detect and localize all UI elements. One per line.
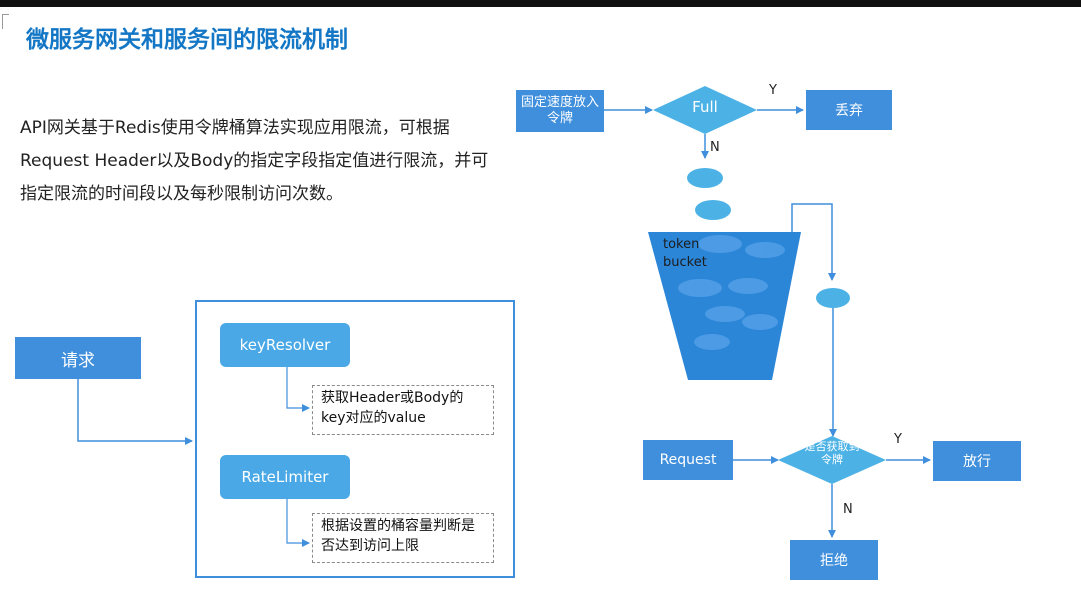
reject-box: 拒绝: [790, 540, 878, 580]
get-token-diamond: [778, 436, 886, 484]
full-label: Full: [692, 98, 718, 116]
key-resolver-note: 获取Header或Body的key对应的value: [312, 385, 494, 435]
rate-limiter-note: 根据设置的桶容量判断是否达到访问上限: [312, 513, 494, 563]
bucket-outflow-arrow: [791, 203, 836, 281]
yes-label: Y: [894, 432, 902, 447]
no-label: N: [710, 140, 720, 155]
discard-box: 丢弃: [806, 90, 892, 130]
no-label: N: [843, 502, 853, 517]
bucket-token-pattern: [678, 235, 785, 350]
rate-to-note-arrow: [286, 499, 310, 547]
token-ellipse: [687, 168, 723, 188]
yes-label: Y: [769, 83, 777, 98]
token-bucket: [648, 232, 801, 380]
token-ellipse: [695, 200, 731, 220]
get-token-label: 是否获取到令牌: [804, 440, 860, 466]
bucket-label: token bucket: [663, 237, 707, 270]
full-diamond: [653, 86, 757, 134]
fixed-rate-box: 固定速度放入令牌: [516, 90, 604, 132]
key-resolver-box: keyResolver: [220, 323, 350, 367]
description-paragraph: API网关基于Redis使用令牌桶算法实现应用限流，可根据Request Hea…: [20, 118, 489, 204]
corner-mark: [2, 14, 9, 29]
request-flow-box: Request: [643, 440, 733, 480]
gateway-panel: [195, 300, 515, 578]
top-bar: [0, 0, 1081, 7]
key-to-note-arrow: [286, 367, 310, 412]
page-title: 微服务网关和服务间的限流机制: [26, 27, 348, 53]
request-box: 请求: [15, 337, 141, 379]
request-to-panel-arrow: [77, 379, 193, 445]
token-ellipse: [816, 288, 850, 308]
rate-limiter-box: RateLimiter: [220, 455, 350, 499]
pass-box: 放行: [933, 441, 1021, 481]
